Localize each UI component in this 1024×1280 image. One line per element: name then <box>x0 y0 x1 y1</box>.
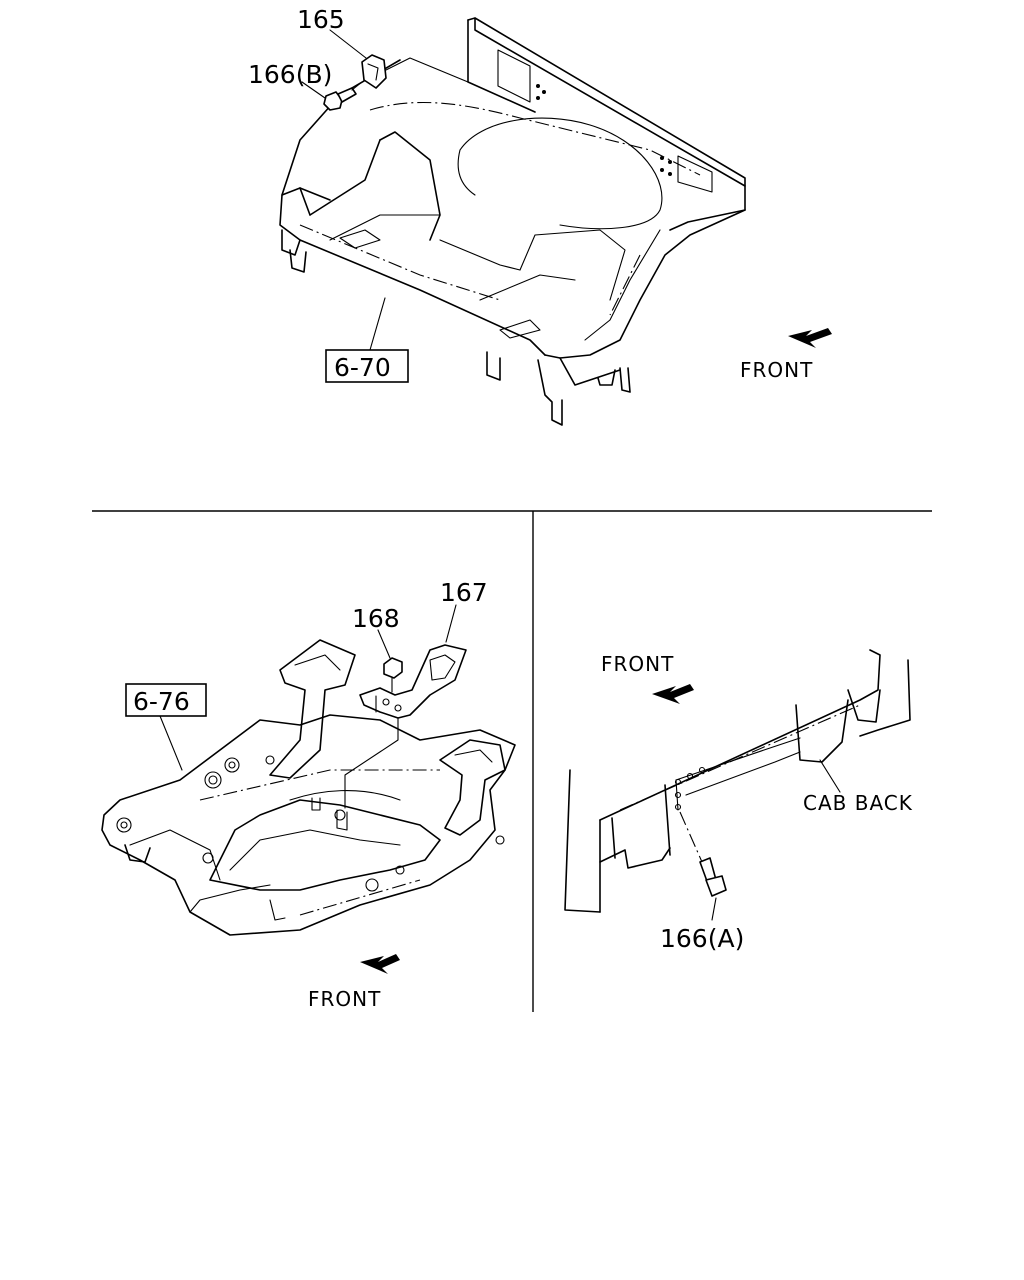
label-6-76: 6-76 <box>133 687 190 716</box>
part-168-nut <box>383 657 403 693</box>
front-arrow-right-icon <box>652 684 694 704</box>
leader-cab-back <box>819 759 841 793</box>
label-front-right: FRONT <box>601 652 674 676</box>
underbody-assembly <box>101 639 516 936</box>
part-166a-bolt <box>679 811 727 897</box>
leader-166b <box>301 81 326 99</box>
leader-167 <box>445 604 457 643</box>
label-166a: 166(A) <box>660 924 744 953</box>
label-front-top: FRONT <box>740 358 813 382</box>
cab-floor-assembly <box>279 17 746 426</box>
part-166b-bolt <box>323 81 363 111</box>
leader-6-76 <box>159 715 183 771</box>
leader-167-to-floor <box>344 717 399 809</box>
label-6-70: 6-70 <box>334 353 391 382</box>
label-front-left: FRONT <box>308 987 381 1011</box>
front-arrow-top-icon <box>788 328 832 348</box>
label-165: 165 <box>297 5 345 34</box>
leader-165 <box>329 29 367 59</box>
label-cab-back: CAB BACK <box>803 791 913 815</box>
leader-168 <box>377 629 391 659</box>
part-165-bracket <box>361 54 469 89</box>
cab-back-assembly <box>564 649 911 913</box>
box-6-76 <box>125 683 207 717</box>
label-167: 167 <box>440 578 488 607</box>
leader-166a <box>711 897 717 921</box>
leader-6-70 <box>369 297 386 351</box>
front-arrow-left-icon <box>360 954 400 974</box>
box-6-70 <box>325 349 409 383</box>
part-167-bracket <box>359 644 467 719</box>
label-168: 168 <box>352 604 400 633</box>
label-166b: 166(B) <box>248 60 332 89</box>
